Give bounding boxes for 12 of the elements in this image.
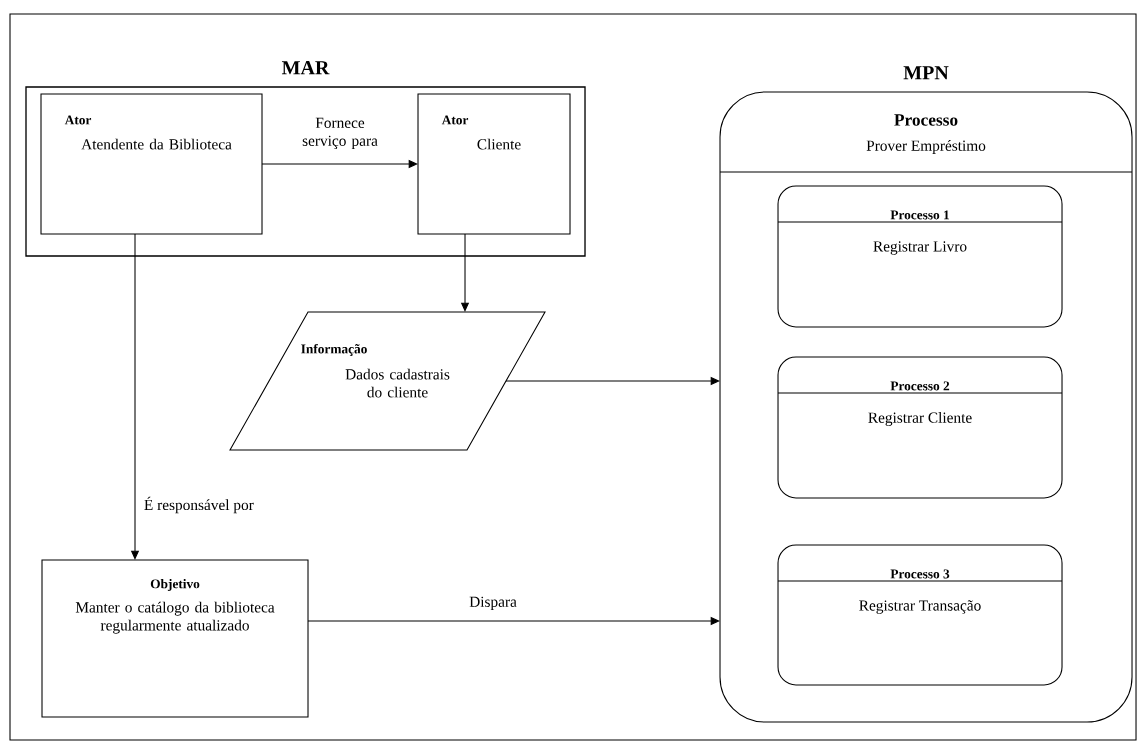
group-title: MAR bbox=[281, 61, 330, 75]
process-box: Processo 1 Registrar Livro bbox=[777, 185, 1063, 328]
goal-box: Objetivo Manter o catálogo da biblioteca regularmente atualizado bbox=[41, 559, 309, 718]
edge-label: Fornece serviço para bbox=[302, 117, 378, 150]
process-box: Processo 2 Registrar Cliente bbox=[777, 356, 1063, 499]
information-parallelogram: Informação Dados cadastrais do cliente bbox=[229, 311, 546, 451]
actor-box: Ator Atendente da Biblioteca bbox=[40, 93, 263, 235]
edge-label: É responsável por bbox=[144, 496, 254, 514]
process-box: Processo 3 Registrar Transação bbox=[777, 544, 1063, 686]
group-title: MPN bbox=[903, 66, 949, 80]
edge-label: Dispara bbox=[469, 596, 517, 611]
actor-box: Ator Cliente bbox=[417, 93, 571, 235]
